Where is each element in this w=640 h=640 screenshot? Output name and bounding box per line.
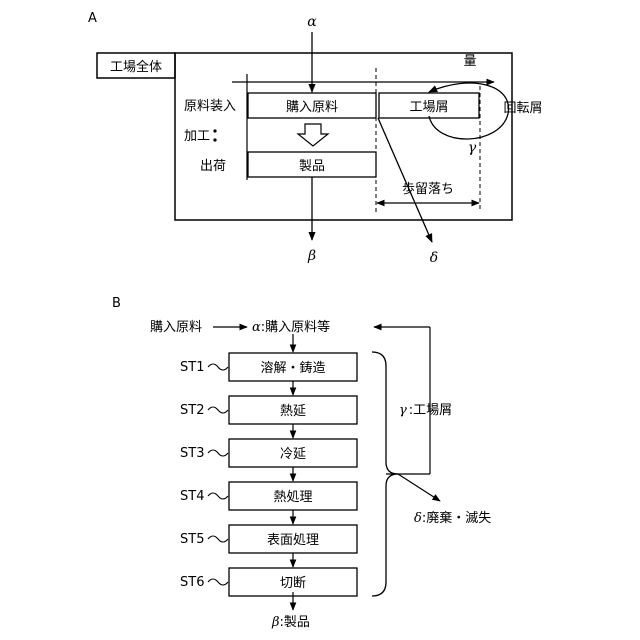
step-id-2: ST2	[180, 403, 204, 418]
delta-symbol-a: δ	[430, 250, 438, 266]
step-id-3: ST3	[180, 446, 204, 461]
process-hollow-arrow	[298, 124, 328, 146]
step-connector-6	[208, 579, 228, 585]
panel-b-label: B	[112, 296, 121, 311]
box-product-label: 製品	[299, 159, 325, 174]
quantity-label: 量	[463, 54, 476, 69]
step-name-2: 熱延	[280, 404, 306, 419]
step-name-6: 切断	[280, 576, 306, 591]
step-connector-3	[208, 450, 228, 456]
purchased-label: 購入原料	[150, 320, 202, 335]
step-connector-2	[208, 407, 228, 413]
yield-loss-label: 歩留落ち	[402, 182, 454, 197]
row-label-input: 原料装入	[184, 99, 236, 114]
box-factory-scrap-label: 工場屑	[409, 100, 448, 115]
row-label-process: 加工	[184, 129, 210, 144]
box-raw-material-label: 購入原料	[286, 100, 338, 115]
return-scrap-label: 回転屑	[503, 101, 542, 116]
alpha-label-b: α:購入原料等	[252, 319, 330, 335]
scrap-brace	[372, 352, 398, 596]
delta-label-b: δ:廃棄・滅失	[414, 510, 491, 526]
step-id-1: ST1	[180, 360, 204, 375]
gamma-label-b: γ:工場屑	[399, 403, 452, 418]
step-name-5: 表面処理	[267, 533, 319, 548]
colon-dot-top	[213, 129, 216, 132]
alpha-symbol-a: α	[307, 14, 317, 30]
plant-frame	[175, 53, 512, 220]
step-connector-1	[208, 364, 228, 370]
gamma-symbol-a: γ	[468, 140, 477, 156]
step-id-5: ST5	[180, 532, 204, 547]
step-id-4: ST4	[180, 489, 204, 504]
process-steps: ST1 溶解・鋳造 ST2 熱延 ST3 冷延 ST4 熱処理 ST5 表面処理 ST6 切断	[180, 353, 357, 596]
beta-label-b: β:製品	[271, 615, 310, 630]
beta-symbol-a: β	[307, 248, 316, 264]
step-connector-5	[208, 536, 228, 542]
plant-label: 工場全体	[110, 59, 162, 75]
step-name-3: 冷延	[280, 447, 306, 462]
step-connector-4	[208, 493, 228, 499]
step-name-1: 溶解・鋳造	[260, 360, 325, 376]
delta-arrow	[378, 118, 432, 242]
panel-a-label: A	[88, 11, 97, 26]
step-id-6: ST6	[180, 575, 204, 590]
colon-dot-bottom	[213, 138, 216, 141]
step-name-4: 熱処理	[273, 490, 312, 505]
delta-branch-arrow	[398, 474, 440, 501]
row-label-ship: 出荷	[200, 159, 226, 174]
